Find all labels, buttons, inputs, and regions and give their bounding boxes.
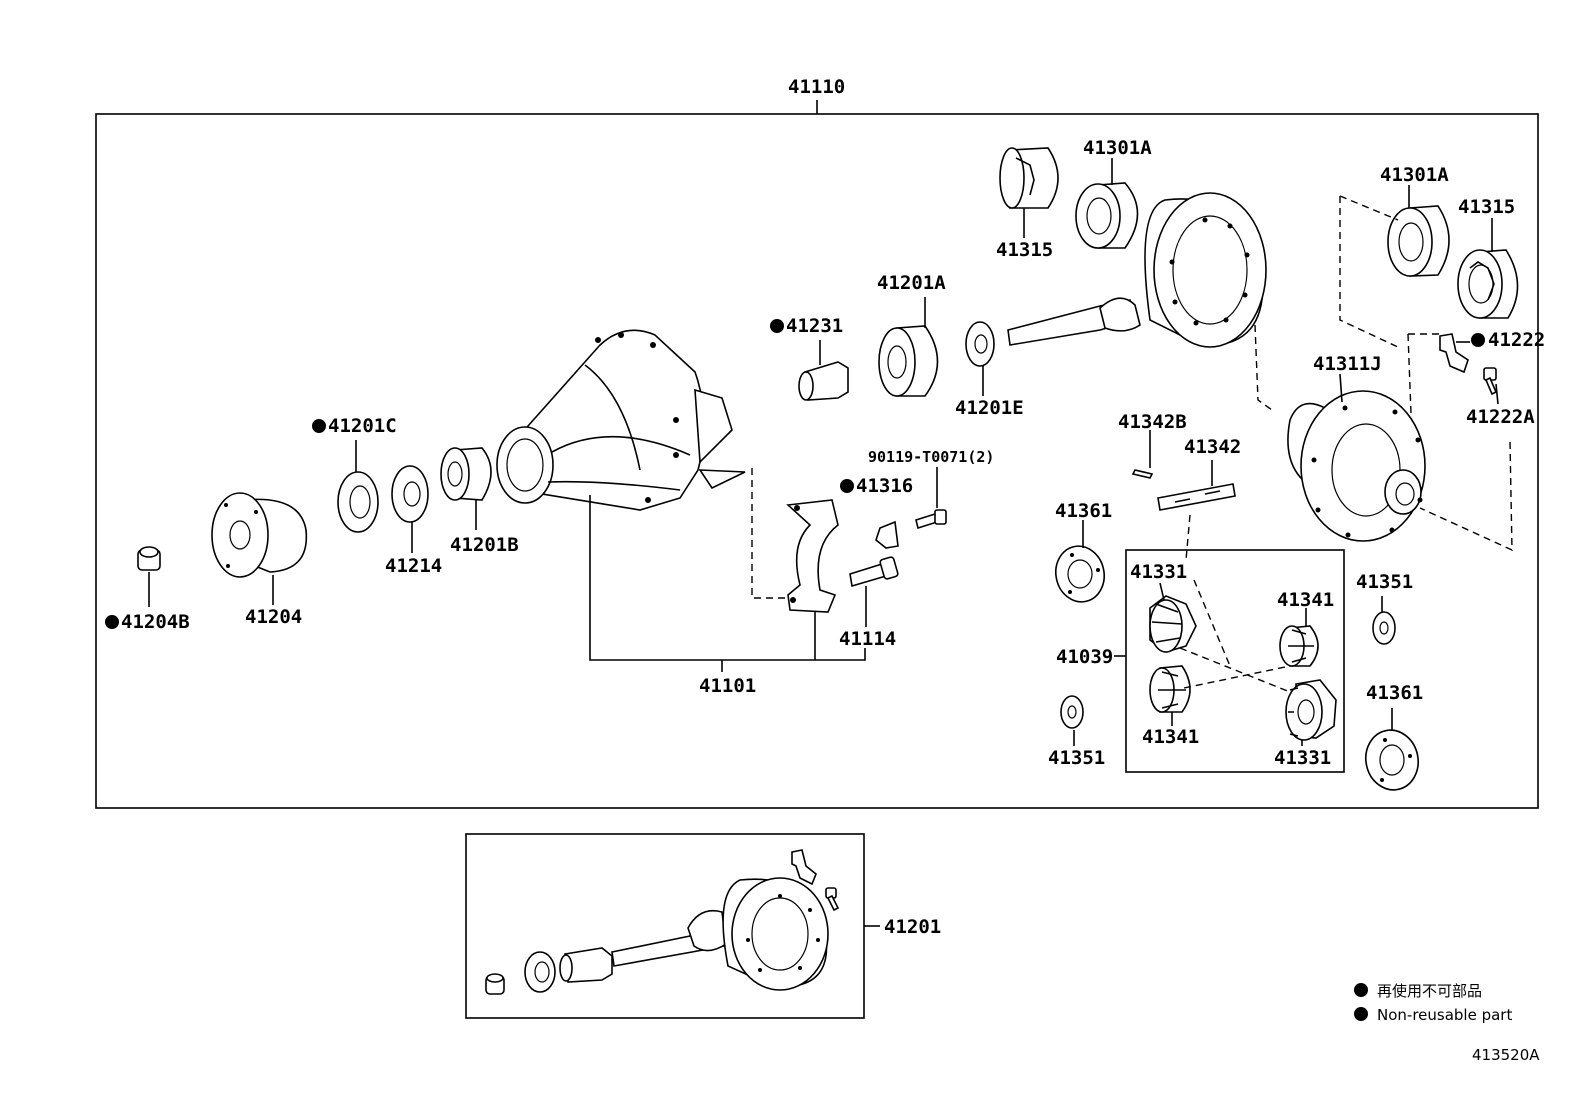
part-carrier-housing[interactable] — [496, 329, 815, 661]
part-90119-T0071-bolt[interactable] — [915, 467, 947, 530]
label-41201B[interactable]: 41201B — [450, 534, 519, 556]
label-41331-left[interactable]: 41331 — [1130, 561, 1187, 583]
part-41301A-bearing-right[interactable] — [1387, 185, 1450, 277]
part-41231-spacer[interactable] — [798, 340, 849, 401]
legend-dot-jp — [1354, 983, 1368, 997]
legend-english: Non-reusable part — [1377, 1006, 1512, 1024]
part-41222-lock-plate[interactable] — [1439, 333, 1470, 374]
part-41311J-diff-case[interactable] — [1287, 373, 1426, 542]
label-41201[interactable]: 41201 — [884, 916, 941, 938]
non-reusable-dot-41316 — [840, 479, 854, 493]
part-41301A-bearing-left[interactable] — [1075, 158, 1139, 249]
part-ring-gear-pinion[interactable] — [1007, 192, 1267, 348]
label-41342[interactable]: 41342 — [1184, 436, 1241, 458]
part-41361-washer-bottom[interactable] — [1360, 708, 1423, 795]
label-41331-right[interactable]: 41331 — [1274, 747, 1331, 769]
part-41331-side-gear-right[interactable] — [1285, 679, 1337, 746]
part-41204-flange[interactable] — [211, 492, 308, 605]
legend-dot-en — [1354, 1007, 1368, 1021]
legend-japanese: 再使用不可部品 — [1377, 982, 1482, 1000]
part-41114-bolt[interactable] — [849, 556, 899, 627]
label-41361-bottom[interactable]: 41361 — [1366, 682, 1423, 704]
part-41341-pinion-left[interactable] — [1149, 665, 1191, 726]
label-90119-T0071[interactable]: 90119-T0071(2) — [868, 448, 994, 466]
part-41201A-bearing[interactable] — [878, 297, 939, 397]
non-reusable-dot-41222 — [1471, 333, 1485, 347]
label-41361-top[interactable]: 41361 — [1055, 500, 1112, 522]
part-41315-bearing-left[interactable] — [999, 147, 1059, 238]
part-41201-ring-pinion-set[interactable] — [485, 849, 840, 995]
part-41361-washer-top[interactable] — [1051, 520, 1110, 606]
gear-kit-frame — [1125, 549, 1345, 773]
legend: 再使用不可部品 Non-reusable part — [1354, 982, 1512, 1024]
label-41201C[interactable]: 41201C — [328, 415, 397, 437]
diagram-reference: 413520A — [1472, 1046, 1540, 1064]
label-41316[interactable]: 41316 — [856, 475, 913, 497]
label-41222A[interactable]: 41222A — [1466, 406, 1535, 428]
label-41311J[interactable]: 41311J — [1313, 353, 1382, 375]
label-41201A[interactable]: 41201A — [877, 272, 946, 294]
part-41331-side-gear-left[interactable] — [1149, 582, 1197, 653]
part-41342B-pin[interactable] — [1131, 430, 1154, 479]
label-41039[interactable]: 41039 — [1056, 646, 1113, 668]
non-reusable-dot-41201C — [312, 419, 326, 433]
part-41214-deflector[interactable] — [391, 465, 429, 553]
part-41222A-bolt[interactable] — [1483, 367, 1499, 405]
label-41110[interactable]: 41110 — [788, 76, 845, 98]
part-41101-bearing-cap[interactable] — [721, 499, 866, 672]
part-41316-lock[interactable] — [875, 520, 899, 549]
label-41351-left[interactable]: 41351 — [1048, 747, 1105, 769]
non-reusable-dot-41204B — [105, 615, 119, 629]
label-41301A-right[interactable]: 41301A — [1380, 164, 1449, 186]
label-41114[interactable]: 41114 — [839, 628, 896, 650]
part-41201C-oil-seal[interactable] — [337, 440, 379, 533]
part-41315-bearing-right[interactable] — [1457, 218, 1519, 319]
label-41315-right[interactable]: 41315 — [1458, 196, 1515, 218]
label-41341-left[interactable]: 41341 — [1142, 726, 1199, 748]
label-41231[interactable]: 41231 — [786, 315, 843, 337]
part-41351-washer-right[interactable] — [1372, 596, 1396, 645]
label-41315-left[interactable]: 41315 — [996, 239, 1053, 261]
part-41341-pinion-right[interactable] — [1279, 608, 1319, 667]
part-41201E-washer[interactable] — [965, 321, 995, 396]
label-41301A-left[interactable]: 41301A — [1083, 137, 1152, 159]
label-41204B[interactable]: 41204B — [121, 611, 190, 633]
part-41201B-bearing[interactable] — [440, 447, 492, 530]
non-reusable-dot-41231 — [770, 319, 784, 333]
label-41342B[interactable]: 41342B — [1118, 411, 1187, 433]
label-41101[interactable]: 41101 — [699, 675, 756, 697]
label-41341-right[interactable]: 41341 — [1277, 589, 1334, 611]
part-41204B-nut[interactable] — [137, 546, 161, 607]
label-41204[interactable]: 41204 — [245, 606, 302, 628]
label-41222[interactable]: 41222 — [1488, 329, 1545, 351]
part-41351-washer-left[interactable] — [1060, 695, 1084, 746]
label-41201E[interactable]: 41201E — [955, 397, 1024, 419]
label-41351-right[interactable]: 41351 — [1356, 571, 1413, 593]
label-41214[interactable]: 41214 — [385, 555, 442, 577]
part-41342-pinion-shaft[interactable] — [1157, 460, 1236, 511]
